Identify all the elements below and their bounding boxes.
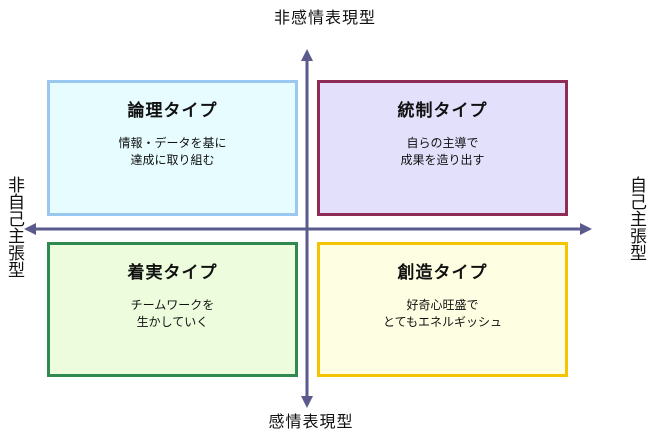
quadrant-title: 着実タイプ xyxy=(127,263,218,283)
quadrant-description-line: チームワークを xyxy=(130,298,215,312)
quadrant-description: チームワークを 生かしていく xyxy=(50,297,295,331)
quadrant-description-line: 好奇心旺盛で xyxy=(406,298,479,312)
axis-label-bottom: 感情表現型 xyxy=(268,412,354,431)
quadrant-creative-type: 創造タイプ 好奇心旺盛で とてもエネルギッシュ xyxy=(317,242,568,377)
quadrant-description-line: 情報・データを基に xyxy=(118,136,227,150)
quadrant-description-line: 成果を造り出す xyxy=(400,153,485,167)
quadrant-description: 自らの主導で 成果を造り出す xyxy=(320,135,565,169)
quadrant-logic-type: 論理タイプ 情報・データを基に 達成に取り組む xyxy=(47,80,298,216)
quadrant-description-line: とてもエネルギッシュ xyxy=(382,315,503,329)
quadrant-steady-type: 着実タイプ チームワークを 生かしていく xyxy=(47,242,298,377)
quadrant-control-type: 統制タイプ 自らの主導で 成果を造り出す xyxy=(317,80,568,216)
axis-label-top: 非感情表現型 xyxy=(273,8,376,27)
quadrant-description: 情報・データを基に 達成に取り組む xyxy=(50,135,295,169)
quadrant-description-line: 生かしていく xyxy=(136,315,209,329)
quadrant-description-line: 達成に取り組む xyxy=(130,153,215,167)
quadrant-title: 創造タイプ xyxy=(397,263,488,283)
axis-label-left: 非自己主張型 xyxy=(4,176,24,278)
quadrant-description-line: 自らの主導で xyxy=(406,136,479,150)
axis-label-right: 自己主張型 xyxy=(626,176,646,261)
quadrant-title: 論理タイプ xyxy=(127,101,218,121)
quadrant-title: 統制タイプ xyxy=(397,101,488,121)
quadrant-description: 好奇心旺盛で とてもエネルギッシュ xyxy=(320,297,565,331)
